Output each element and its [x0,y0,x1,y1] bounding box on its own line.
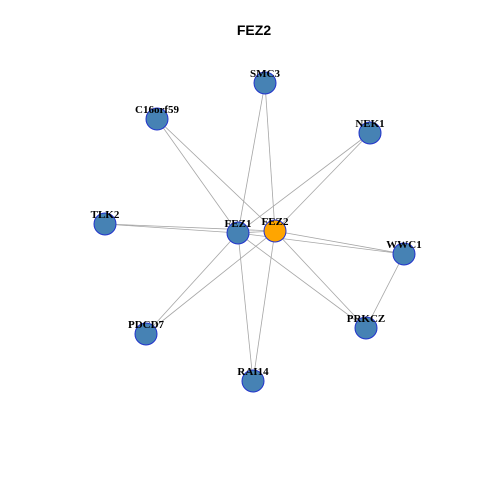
edge-fez1-tlk2 [104,223,239,234]
edge-fez1-prkcz [237,232,367,329]
node-wwc1[interactable] [392,242,416,266]
node-label-fez2: FEZ2 [262,216,289,228]
node-label-fez1: FEZ1 [225,218,252,230]
node-c16orf59[interactable] [145,107,169,131]
edge-wwc1-prkcz [365,253,405,329]
node-label-rai14: RAI14 [237,366,269,378]
edge-fez2-nek1 [274,132,371,232]
node-label-pdcd7: PDCD7 [128,319,165,331]
node-prkcz[interactable] [354,316,378,340]
edge-fez1-nek1 [237,132,371,234]
edge-fez1-wwc1 [237,232,405,255]
node-fez1[interactable] [226,221,250,245]
node-rai14[interactable] [241,369,265,393]
node-label-c16orf59: C16orf59 [135,104,179,116]
edge-fez2-rai14 [252,230,276,382]
node-label-tlk2: TLK2 [91,209,120,221]
edge-fez1-rai14 [237,232,254,382]
edge-fez2-pdcd7 [145,230,276,335]
node-layer [93,71,416,393]
node-fez2[interactable] [263,219,287,243]
edge-fez1-c16orf59 [156,118,239,234]
edge-layer [104,82,405,382]
diagram-title: FEZ2 [237,22,271,38]
node-pdcd7[interactable] [134,322,158,346]
node-label-wwc1: WWC1 [386,239,421,251]
node-label-smc3: SMC3 [250,68,280,80]
node-tlk2[interactable] [93,212,117,236]
node-label-prkcz: PRKCZ [347,313,386,325]
node-smc3[interactable] [253,71,277,95]
node-label-nek1: NEK1 [355,118,384,130]
edge-fez2-prkcz [274,230,367,329]
node-nek1[interactable] [358,121,382,145]
edge-fez1-pdcd7 [145,232,239,335]
edge-fez2-wwc1 [274,230,405,255]
edge-fez2-c16orf59 [156,118,276,232]
edge-fez1-smc3 [237,82,266,234]
